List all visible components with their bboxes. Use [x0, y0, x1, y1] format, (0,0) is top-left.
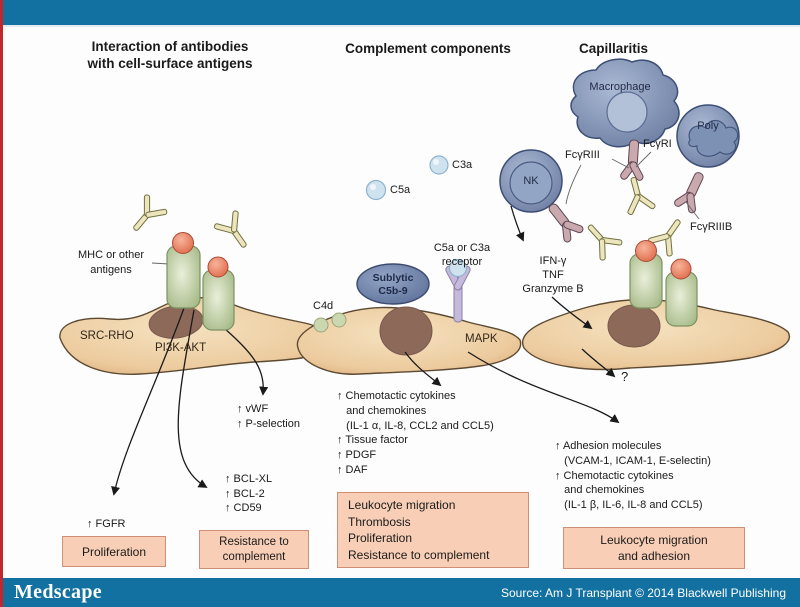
c3a-label: C3a [452, 159, 473, 171]
middle-endothelial-cell [296, 306, 522, 375]
right-panel-title: Capillaritis [579, 41, 649, 56]
sublytic-c5b9-label: Sublytic C5b-9 [372, 272, 414, 297]
mhc-antigens-label: MHC or other antigens [77, 249, 145, 276]
middle-effects-list: ↑ Chemotactic cytokines and chemokines (… [337, 390, 494, 476]
macrophage-cell [570, 58, 680, 148]
middle-outcome-text: Leukocyte migration Thrombosis Prolifera… [348, 498, 490, 562]
resistance-outcome-text: Resistance to complement [219, 535, 289, 563]
question-mark-label: ? [621, 369, 629, 384]
c4d-label: C4d [313, 300, 334, 312]
poly-cell [676, 104, 740, 168]
left-red-accent [0, 0, 3, 607]
src-rho-label: SRC-RHO [80, 330, 134, 342]
complement-molecules [365, 155, 449, 201]
top-bar [0, 0, 800, 27]
source-credit: Source: Am J Transplant © 2014 Blackwell… [501, 585, 786, 600]
middle-outcome-box: Leukocyte migration Thrombosis Prolifera… [337, 492, 529, 568]
poly-label: Poly [697, 120, 719, 132]
sublytic-c5b9-complex [356, 263, 430, 305]
nk-label: NK [523, 175, 539, 187]
right-antibodies [577, 173, 692, 264]
bottom-bar: Medscape Source: Am J Transplant © 2014 … [0, 578, 800, 607]
c4d-deposits [313, 312, 347, 333]
fc-label-pointer-lines [565, 151, 700, 220]
c5a-c3a-receptor-label: C5a or C3a receptor [433, 242, 491, 268]
resistance-outcome-box: Resistance to complement [199, 530, 309, 569]
c5a-c3a-receptor [445, 258, 471, 323]
nk-cell [499, 149, 563, 213]
fgfr-label: ↑ FGFR [87, 518, 126, 530]
fcgri-label: FcγRI [643, 138, 672, 150]
left-panel-title: Interaction of antibodies with cell-surf… [87, 39, 253, 71]
macrophage-label: Macrophage [589, 81, 651, 93]
right-outcome-box: Leukocyte migration and adhesion [563, 527, 745, 569]
mapk-label: MAPK [465, 333, 498, 345]
left-endothelial-cell [59, 297, 333, 375]
left-antigen-receptors [166, 232, 235, 331]
middle-panel-title: Complement components [345, 41, 511, 56]
c5a-label: C5a [390, 184, 411, 196]
medscape-logo: Medscape [14, 581, 102, 603]
pi3k-akt-label: PI3K-AKT [155, 342, 207, 354]
effector-arrows [404, 205, 620, 424]
right-endothelial-cell [521, 298, 791, 371]
proliferation-outcome-text: Proliferation [81, 544, 147, 559]
fcgriii-label: FcγRIII [565, 149, 600, 161]
vwf-pselection-list: ↑ vWF ↑ P-selection [237, 403, 300, 430]
bcl-list: ↑ BCL-XL ↑ BCL-2 ↑ CD59 [225, 473, 273, 514]
right-effects-list: ↑ Adhesion molecules (VCAM-1, ICAM-1, E-… [555, 440, 711, 512]
right-outcome-text: Leukocyte migration and adhesion [600, 533, 708, 563]
nk-mediators-list: IFN-γ TNF Granzyme B [522, 255, 584, 295]
proliferation-outcome-box: Proliferation [62, 536, 166, 567]
fcgriiib-label: FcγRIIIB [690, 221, 733, 233]
right-antigen-receptors [629, 240, 698, 327]
